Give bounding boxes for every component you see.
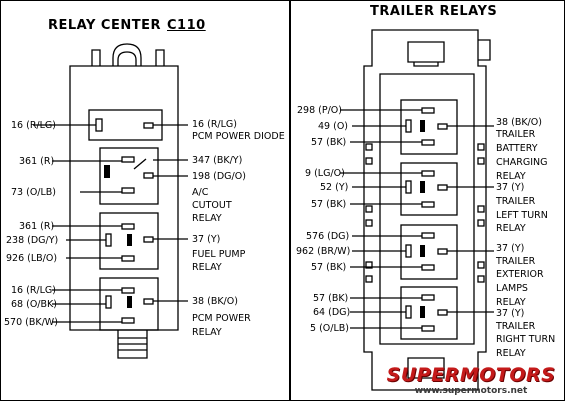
component-label: LEFT TURN [496, 210, 548, 221]
component-label: RELAY [496, 297, 526, 308]
wire-label: 37 (Y) [496, 182, 525, 193]
component-label: RELAY [496, 223, 526, 234]
wire-label: 198 (DG/O) [192, 171, 246, 182]
relay-coil-marks [104, 120, 425, 318]
component-label: RELAY [192, 213, 222, 224]
connector-id: C110 [167, 18, 206, 33]
wire-label: 57 (BK) [311, 262, 347, 273]
battery-charging-relay-block [340, 99, 494, 155]
wire-label: 5 (O/LB) [310, 323, 349, 334]
component-label: EXTERIOR [496, 269, 544, 280]
wire-label: 361 (R) [19, 221, 55, 232]
component-label: PCM POWER [192, 313, 251, 324]
wire-label: 16 (R/LG) [11, 120, 56, 131]
component-label: A/C [192, 187, 209, 198]
wire-label: 37 (Y) [496, 308, 525, 319]
component-label: CHARGING [496, 157, 548, 168]
component-label: LAMPS [496, 283, 528, 294]
wire-label: 64 (DG) [313, 307, 351, 318]
panel-divider [289, 0, 291, 401]
component-label: RELAY [192, 327, 222, 338]
component-label: PCM POWER DIODE [192, 131, 285, 142]
component-label: CUTOUT [192, 200, 232, 211]
wire-label: 52 (Y) [320, 182, 349, 193]
component-label: RELAY [496, 348, 526, 359]
wire-label: 570 (BK/W) [4, 317, 58, 328]
component-label: FUEL PUMP [192, 249, 246, 260]
pcm-power-diode-block [33, 109, 188, 141]
wire-label: 57 (BK) [311, 199, 347, 210]
wire-label: 298 (P/O) [297, 105, 342, 116]
trailer-housing-clips [365, 143, 485, 283]
wire-label: 57 (BK) [313, 293, 349, 304]
left-turn-relay-block [340, 162, 494, 216]
trailer-relays-title: TRAILER RELAYS [370, 4, 498, 19]
trailer-relay-housing [363, 29, 491, 391]
wire-label: 16 (R/LG) [192, 119, 237, 130]
wire-label: 37 (Y) [496, 243, 525, 254]
component-label: RIGHT TURN [496, 334, 556, 345]
wire-label: 38 (BK/O) [496, 117, 542, 128]
exterior-lamps-relay-block [350, 224, 494, 280]
component-label: TRAILER [496, 256, 536, 267]
watermark-url: www.supermotors.net [414, 386, 528, 396]
wire-label: 9 (LG/O) [305, 168, 345, 179]
component-label: BATTERY [496, 143, 538, 154]
pcm-power-relay-block [52, 277, 188, 331]
supermotors-watermark: SUPERMOTORS www.supermotors.net [378, 364, 564, 400]
right-turn-relay-block [350, 286, 494, 340]
wire-label: 926 (LB/O) [6, 253, 58, 264]
component-label: RELAY [496, 171, 526, 182]
wire-label: 37 (Y) [192, 234, 221, 245]
wire-label: 347 (BK/Y) [192, 155, 243, 166]
component-label: RELAY [192, 262, 222, 273]
wire-label: 73 (O/LB) [11, 187, 57, 198]
watermark-logo: SUPERMOTORS [386, 364, 556, 386]
fuel-pump-relay-block [52, 212, 188, 270]
wire-label: 38 (BK/O) [192, 296, 238, 307]
wire-label: 238 (DG/Y) [6, 235, 59, 246]
wire-label: 576 (DG) [306, 231, 350, 242]
component-label: TRAILER [496, 196, 536, 207]
wire-label: 57 (BK) [311, 137, 347, 148]
wire-label: 68 (O/BK) [11, 299, 57, 310]
relay-center-housing [69, 43, 179, 359]
relay-center-title: RELAY CENTER [48, 18, 161, 33]
component-label: TRAILER [496, 129, 536, 140]
ac-cutout-relay-block [52, 147, 188, 205]
component-label: TRAILER [496, 321, 536, 332]
wire-label: 962 (BR/W) [296, 246, 351, 257]
wire-label: 16 (R/LG) [11, 285, 56, 296]
wire-label: 361 (R) [19, 156, 55, 167]
wire-label: 49 (O) [318, 121, 348, 132]
